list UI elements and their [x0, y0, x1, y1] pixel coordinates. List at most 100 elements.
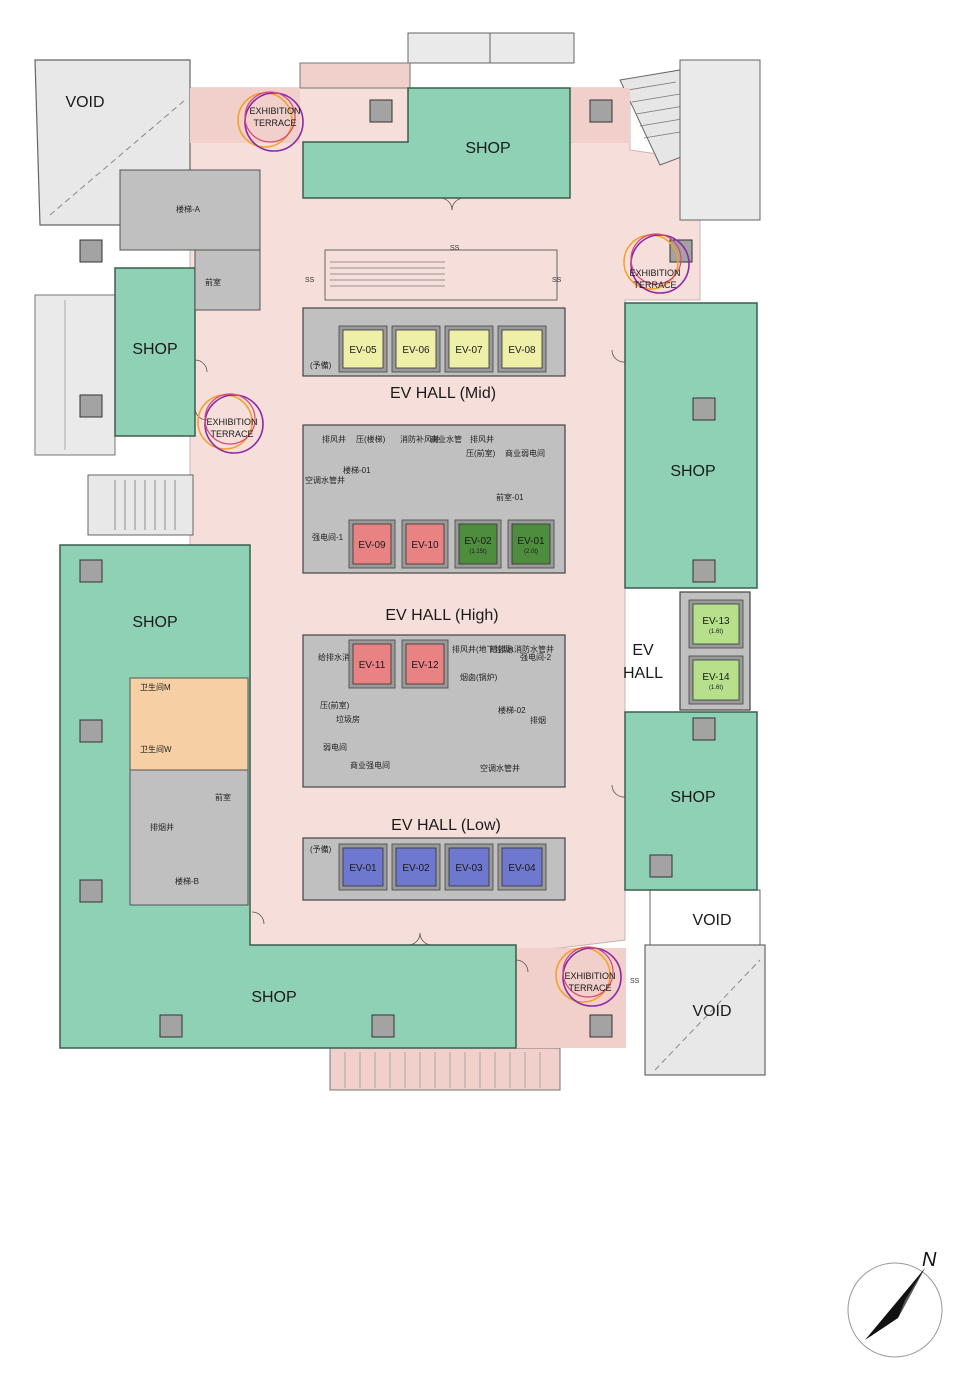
stair-top-right — [619, 59, 761, 221]
ev-low-3-label: EV-03 — [455, 863, 483, 874]
ev-mid-2-label: EV-06 — [402, 345, 430, 356]
column-8 — [79, 559, 103, 583]
terrace-ring-1 — [237, 91, 304, 152]
room-smoke-exhaust: 排烟 — [530, 715, 546, 725]
column-9 — [79, 719, 103, 743]
ev-low-4: EV-04 — [497, 843, 547, 891]
ev-mid-3-label: EV-07 — [455, 345, 483, 356]
ss-label-right: SS — [552, 277, 562, 284]
stair-a-block: 楼梯-A 前室 — [119, 169, 261, 311]
room-commercial-weak: 商业弱电间 — [505, 448, 545, 458]
room-anteroom-b: 前室 — [215, 792, 231, 802]
ev-side-1-label: EV-13 — [702, 616, 730, 627]
ss-label-left: SS — [305, 277, 315, 284]
terrace-2-line2: TERRACE — [633, 280, 676, 290]
ev-high2-1: EV-11 — [348, 639, 396, 689]
column-14 — [371, 1014, 395, 1038]
ss-label-top: SS — [450, 245, 460, 252]
ev-high-3-label: EV-02 — [464, 536, 492, 547]
terrace-ring-3 — [197, 393, 264, 454]
room-stair-b: 楼梯-B — [175, 876, 199, 886]
ev-mid-4-label: EV-08 — [508, 345, 536, 356]
ev-high-4: EV-01(2.0t) — [507, 519, 555, 569]
ev-high-2-label: EV-10 — [411, 540, 439, 551]
ev-high-2: EV-10 — [401, 519, 449, 569]
room-smoke-shaft: 排烟井 — [150, 822, 174, 832]
room-stair-01: 楼梯-01 — [343, 465, 371, 475]
room-strong-elec-1: 强电间-1 — [312, 532, 344, 542]
bottom-entrance — [329, 1047, 561, 1091]
room-reserve-mid: (予備) — [310, 360, 332, 370]
column-3 — [79, 239, 103, 263]
ev-high-3: EV-02 (1.15t) — [454, 519, 502, 569]
shop-label-left-lower: SHOP — [132, 614, 177, 631]
void-label-right-upper: VOID — [692, 912, 731, 929]
room-flue-boiler: 烟囱(锅炉) — [460, 672, 498, 682]
ev-high-1: EV-09 — [348, 519, 396, 569]
ev-hall-low-label: EV HALL (Low) — [391, 817, 501, 834]
ev-high-3-capacity: (1.15t) — [469, 549, 486, 555]
shop-left-upper: SHOP — [114, 267, 196, 437]
ev-hall-side-line2: HALL — [623, 665, 663, 682]
room-garbage: 垃圾房 — [336, 714, 360, 724]
terrace-3-line2: TERRACE — [210, 429, 253, 439]
room-toilet-m: 卫生间M — [140, 682, 171, 692]
ev-low-2: EV-02 — [391, 843, 441, 891]
terrace-3-line1: EXHIBITION — [206, 417, 257, 427]
shop-label-left-upper: SHOP — [132, 341, 177, 358]
ev-low-2-label: EV-02 — [402, 863, 430, 874]
ev-high-1-label: EV-09 — [358, 540, 386, 551]
ev-high2-2-label: EV-12 — [411, 660, 439, 671]
ev-mid-3: EV-07 — [444, 325, 494, 373]
void-right-bottom: VOID VOID — [644, 889, 766, 1076]
column-1 — [369, 99, 393, 123]
exhibition-terrace-3: EXHIBITION TERRACE — [206, 417, 257, 439]
ev-hall-mid-label: EV HALL (Mid) — [390, 385, 496, 402]
shop-label-right-lower: SHOP — [670, 789, 715, 806]
shop-label-top: SHOP — [465, 140, 510, 157]
ev-hall-side-line1: EV — [632, 642, 654, 659]
ev-high2-2: EV-12 — [401, 639, 449, 689]
ev-mid-4: EV-08 — [497, 325, 547, 373]
room-ac-pipe-2: 空调水管井 — [480, 763, 520, 773]
room-ac-pipe: 空调水管井 — [305, 475, 345, 485]
terrace-layer — [197, 91, 690, 1007]
room-exhaust-shaft: 排风井 — [322, 434, 346, 444]
ev-side-2-label: EV-14 — [702, 672, 730, 683]
shop-label-right-upper: SHOP — [670, 463, 715, 480]
north-arrow: N — [847, 1249, 943, 1358]
room-press-ant-2: 压(前室) — [320, 700, 350, 710]
north-label: N — [922, 1249, 937, 1271]
column-6 — [692, 397, 716, 421]
room-reserve-low: (予備) — [310, 844, 332, 854]
exhibition-terrace-2: EXHIBITION TERRACE — [629, 268, 680, 290]
column-11 — [79, 879, 103, 903]
toilet-block: 卫生间M 卫生间W 前室 排烟井 楼梯-B — [129, 677, 249, 906]
column-7 — [692, 559, 716, 583]
ev-low-3: EV-03 — [444, 843, 494, 891]
terrace-ring-2 — [623, 233, 690, 294]
void-left-middle — [34, 294, 116, 456]
room-water-fire-2: 给排水消防水管井 — [490, 644, 554, 654]
room-anteroom-01: 前室-01 — [496, 492, 524, 502]
ev-hall-high-label: EV HALL (High) — [385, 607, 498, 624]
ev-high2-1-label: EV-11 — [359, 660, 386, 671]
room-exhaust-shaft-2: 排风井 — [470, 434, 494, 444]
ev-high-4-capacity: (2.0t) — [524, 549, 538, 555]
room-press-stair: 压(楼梯) — [356, 434, 386, 444]
terrace-2-line1: EXHIBITION — [629, 268, 680, 278]
ev-low-1: EV-01 — [338, 843, 388, 891]
column-15 — [589, 1014, 613, 1038]
terrace-ring-4 — [555, 946, 622, 1007]
top-entrance — [299, 32, 575, 89]
shop-left-lower: SHOP SHOP — [59, 544, 517, 1049]
ev-mid-1-label: EV-05 — [349, 345, 377, 356]
shop-label-bottom: SHOP — [251, 989, 296, 1006]
shop-right-lower: SHOP — [624, 711, 758, 891]
column-10 — [692, 717, 716, 741]
shop-right-upper: SHOP — [624, 302, 758, 589]
terrace-1-line2: TERRACE — [253, 118, 296, 128]
room-stair-a: 楼梯-A — [176, 204, 201, 214]
